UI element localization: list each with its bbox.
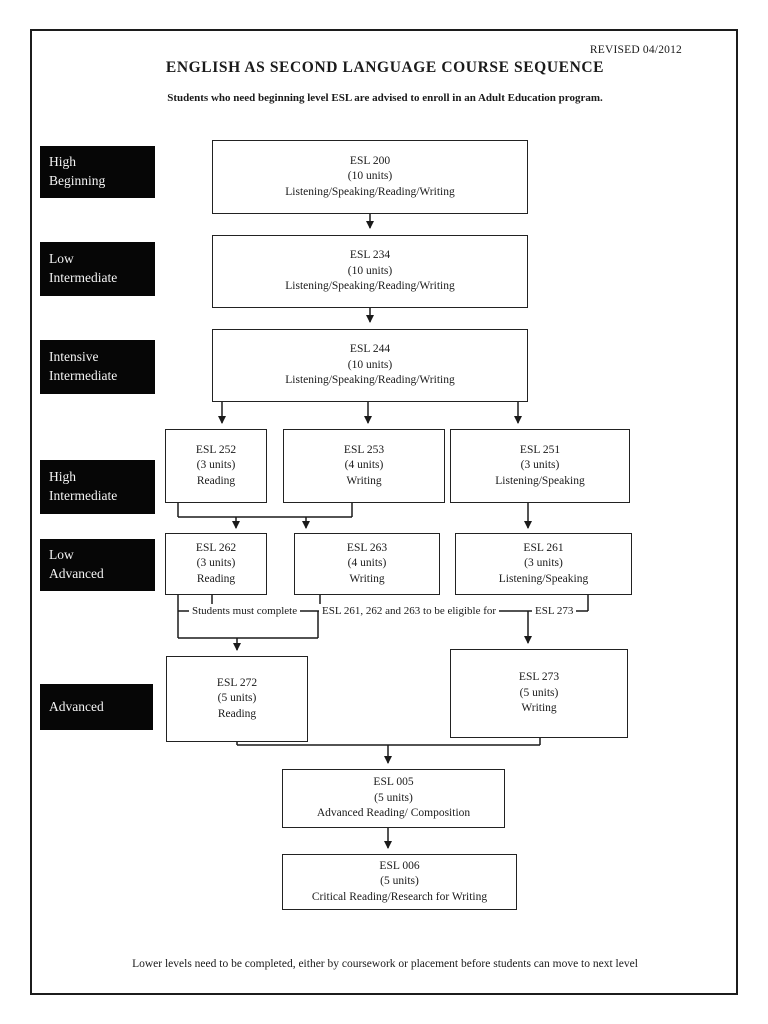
course-code: ESL 005	[373, 776, 414, 789]
course-skills: Listening/Speaking/Reading/Writing	[285, 374, 455, 387]
course-units: (3 units)	[196, 557, 236, 570]
course-skills: Critical Reading/Research for Writing	[311, 890, 488, 903]
course-box-esl-252: ESL 252 (3 units) Reading	[165, 429, 267, 503]
level-label-high-beginning: High Beginning	[40, 146, 155, 198]
course-skills: Advanced Reading/ Composition	[316, 807, 471, 820]
level-label-intensive-intermediate: Intensive Intermediate	[40, 340, 155, 394]
course-box-esl-262: ESL 262 (3 units) Reading	[165, 533, 267, 595]
course-code: ESL 262	[195, 541, 237, 554]
level-label-low-intermediate: Low Intermediate	[40, 242, 155, 296]
level-line: High	[49, 469, 76, 485]
course-code: ESL 272	[216, 676, 258, 689]
course-skills: Reading	[196, 474, 236, 487]
course-units: (3 units)	[196, 459, 236, 472]
course-box-esl-263: ESL 263 (4 units) Writing	[294, 533, 440, 595]
course-code: ESL 251	[519, 443, 561, 456]
course-skills: Writing	[349, 572, 385, 585]
course-box-esl-200: ESL 200 (10 units) Listening/Speaking/Re…	[212, 140, 528, 214]
level-label-low-advanced: Low Advanced	[40, 539, 155, 591]
rail-note-segment-3: ESL 273	[532, 604, 577, 618]
course-units: (4 units)	[344, 459, 384, 472]
level-line: Low	[49, 251, 74, 267]
course-code: ESL 006	[379, 859, 420, 872]
level-line: Advanced	[49, 698, 104, 714]
course-box-esl-234: ESL 234 (10 units) Listening/Speaking/Re…	[212, 235, 528, 308]
rail-note-segment-1: Students must complete	[189, 604, 301, 618]
course-code: ESL 263	[346, 541, 388, 554]
course-units: (10 units)	[347, 170, 393, 183]
course-code: ESL 253	[343, 443, 385, 456]
footnote: Lower levels need to be completed, eithe…	[132, 958, 638, 970]
course-skills: Listening/Speaking/Reading/Writing	[285, 280, 455, 293]
revised-date: REVISED 04/2012	[589, 44, 682, 56]
level-line: Beginning	[49, 173, 106, 188]
level-line: High	[49, 154, 76, 170]
level-line: Intermediate	[49, 368, 118, 383]
course-code: ESL 261	[523, 541, 564, 554]
page-title: ENGLISH AS SECOND LANGUAGE COURSE SEQUEN…	[165, 59, 605, 76]
course-units: (10 units)	[347, 264, 393, 277]
course-box-esl-261: ESL 261 (3 units) Listening/Speaking	[455, 533, 632, 595]
course-units: (5 units)	[217, 692, 257, 705]
course-box-esl-272: ESL 272 (5 units) Reading	[166, 656, 308, 742]
course-skills: Listening/Speaking/Reading/Writing	[285, 185, 455, 198]
course-box-esl-251: ESL 251 (3 units) Listening/Speaking	[450, 429, 630, 503]
course-box-esl-253: ESL 253 (4 units) Writing	[283, 429, 445, 503]
course-box-esl-273: ESL 273 (5 units) Writing	[450, 649, 628, 738]
course-box-esl-006: ESL 006 (5 units) Critical Reading/Resea…	[282, 854, 517, 910]
course-box-esl-005: ESL 005 (5 units) Advanced Reading/ Comp…	[282, 769, 505, 828]
course-units: (5 units)	[380, 875, 419, 888]
course-code: ESL 252	[195, 443, 237, 456]
level-label-advanced: Advanced	[40, 684, 153, 730]
level-line: Low	[49, 547, 74, 563]
course-skills: Listening/Speaking	[495, 474, 585, 487]
course-skills: Reading	[217, 707, 257, 720]
course-skills: Listening/Speaking	[498, 572, 589, 585]
level-label-high-intermediate: High Intermediate	[40, 460, 155, 514]
level-line: Intermediate	[49, 488, 118, 503]
level-line: Advanced	[49, 566, 104, 581]
level-line: Intensive	[49, 349, 99, 365]
course-code: ESL 200	[349, 154, 391, 167]
course-code: ESL 244	[349, 343, 391, 356]
course-skills: Writing	[521, 702, 557, 715]
course-units: (3 units)	[524, 557, 563, 570]
course-code: ESL 273	[518, 671, 560, 684]
course-skills: Writing	[346, 474, 382, 487]
course-units: (10 units)	[347, 358, 393, 371]
course-box-esl-244: ESL 244 (10 units) Listening/Speaking/Re…	[212, 329, 528, 402]
course-skills: Reading	[196, 572, 236, 585]
course-code: ESL 234	[349, 249, 391, 262]
page-subtitle: Students who need beginning level ESL ar…	[167, 92, 603, 104]
course-units: (5 units)	[374, 791, 413, 804]
course-units: (4 units)	[347, 557, 387, 570]
level-line: Intermediate	[49, 270, 118, 285]
rail-note-segment-2: ESL 261, 262 and 263 to be eligible for	[319, 604, 500, 618]
course-units: (5 units)	[519, 686, 559, 699]
course-units: (3 units)	[520, 459, 560, 472]
